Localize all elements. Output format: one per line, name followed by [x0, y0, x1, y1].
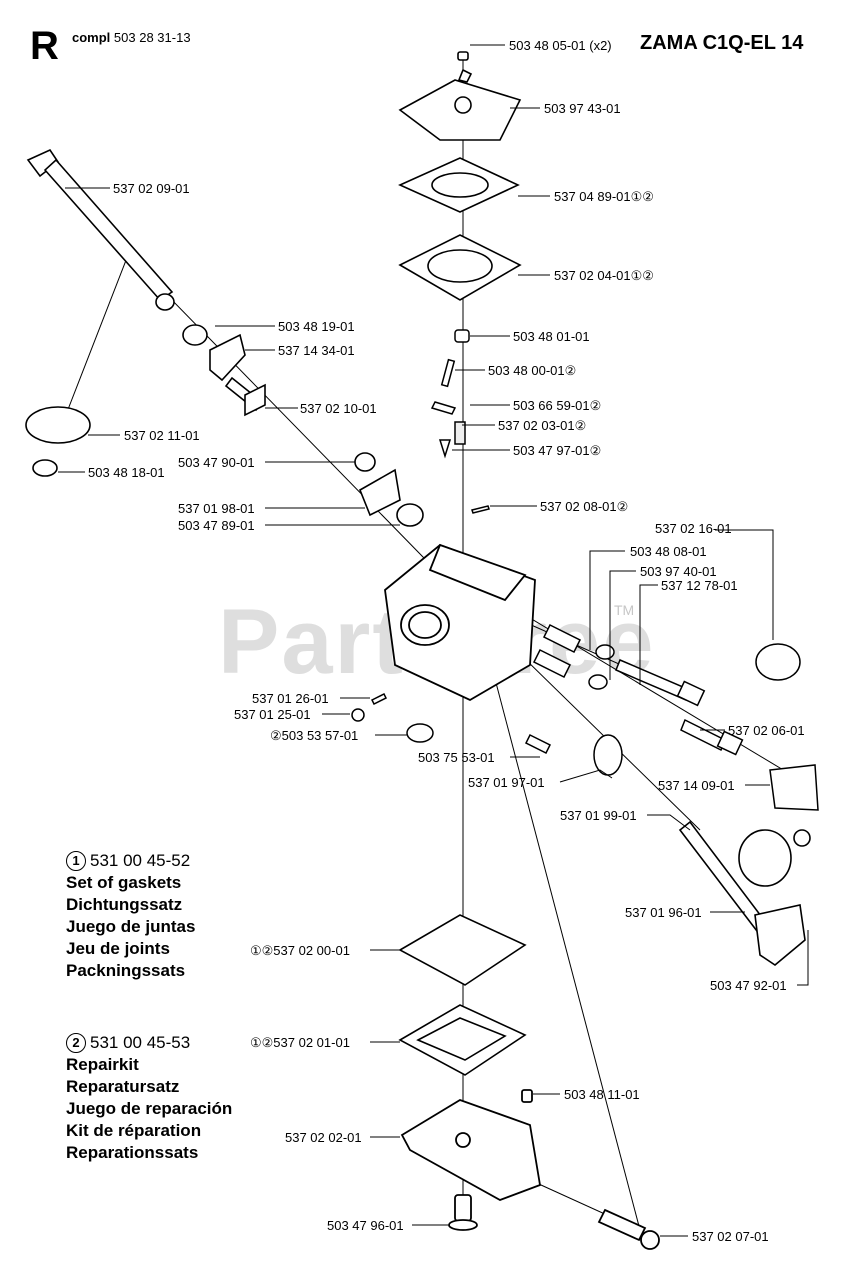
- part-label: 537 02 06-01: [728, 723, 805, 738]
- kit-name: Set of gaskets: [66, 873, 182, 892]
- leader-lines: [58, 44, 809, 1237]
- pump-diaphragm: [398, 157, 520, 213]
- part-label: 537 02 16-01: [655, 521, 732, 536]
- kit-marker: 2: [66, 1033, 86, 1053]
- kit-name: Reparatursatz: [66, 1077, 180, 1096]
- part-label: ②503 53 57-01: [270, 728, 358, 743]
- pump-gasket: [398, 234, 522, 301]
- kit-name: Jeu de joints: [66, 939, 170, 958]
- section-letter: R: [30, 24, 59, 68]
- choke-shaft: [678, 820, 811, 966]
- part-label: 537 02 11-01: [124, 428, 200, 443]
- part-label: 503 48 05-01 (x2): [509, 38, 612, 53]
- part-label: 503 48 01-01: [513, 329, 590, 344]
- kit-name: Packningssats: [66, 961, 186, 980]
- part-label: 503 47 89-01: [178, 518, 255, 533]
- inlet-needle-parts: [430, 329, 490, 514]
- kit-name: Reparationssats: [66, 1143, 199, 1162]
- throttle-shaft: [26, 148, 175, 311]
- part-label: 537 02 03-01②: [498, 418, 586, 433]
- part-label: 503 97 43-01: [544, 101, 621, 116]
- part-label: 537 14 09-01: [658, 778, 735, 793]
- part-label: 537 02 08-01②: [540, 499, 628, 514]
- carburetor-model: ZAMA C1Q-EL 14: [640, 32, 804, 54]
- metering-gasket: [398, 1004, 527, 1076]
- watermark-tm: TM: [614, 602, 635, 618]
- part-label: 537 02 04-01①②: [554, 268, 654, 283]
- part-label: 537 01 99-01: [560, 808, 637, 823]
- kit-name: Repairkit: [66, 1055, 139, 1074]
- part-label: 503 48 08-01: [630, 544, 707, 559]
- kit-number: 531 00 45-52: [90, 851, 191, 870]
- part-label: 537 14 34-01: [278, 343, 355, 358]
- part-label: 537 01 98-01: [178, 501, 255, 516]
- part-labels: 503 48 05-01 (x2) 503 97 43-01 537 04 89…: [88, 38, 805, 1244]
- part-label: 503 47 92-01: [710, 978, 787, 993]
- part-label: 503 47 90-01: [178, 455, 255, 470]
- part-label: 503 48 11-01: [564, 1087, 640, 1102]
- adjustment-screws: [532, 623, 819, 811]
- small-parts: [351, 692, 623, 776]
- compl-number: 503 28 31-13: [113, 30, 191, 45]
- part-label: 503 97 40-01: [640, 564, 717, 579]
- throttle-parts: [25, 324, 424, 527]
- part-label: 503 75 53-01: [418, 750, 495, 765]
- part-label: 537 01 26-01: [252, 691, 329, 706]
- kit-name: Juego de juntas: [66, 917, 196, 936]
- part-label: 537 01 97-01: [468, 775, 545, 790]
- carburetor-body: [384, 543, 536, 702]
- part-label: 503 66 59-01②: [513, 398, 601, 413]
- compl-reference: compl 503 28 31-13: [72, 30, 191, 45]
- kit-name: Dichtungssatz: [66, 895, 183, 914]
- part-label: 537 02 09-01: [113, 181, 190, 196]
- kit-name: Juego de reparación: [66, 1099, 233, 1118]
- part-label: 503 48 19-01: [278, 319, 355, 334]
- part-label: 537 01 96-01: [625, 905, 702, 920]
- part-label: 503 48 18-01: [88, 465, 165, 480]
- part-label: 537 02 10-01: [300, 401, 377, 416]
- kit-marker: 1: [66, 851, 86, 871]
- compl-label: compl: [72, 30, 111, 45]
- part-label: 537 02 02-01: [285, 1130, 362, 1145]
- part-label: 537 12 78-01: [661, 578, 738, 593]
- part-label: 537 04 89-01①②: [554, 189, 654, 204]
- part-label: 503 48 00-01②: [488, 363, 576, 378]
- part-label: 537 02 07-01: [692, 1229, 769, 1244]
- metering-diaphragm: [398, 914, 527, 986]
- part-label: 503 47 96-01: [327, 1218, 404, 1233]
- kit-number: 531 00 45-53: [90, 1033, 191, 1052]
- part-label: 503 47 97-01②: [513, 443, 601, 458]
- part-label: ①②537 02 00-01: [250, 943, 350, 958]
- part-label: 537 01 25-01: [234, 707, 311, 722]
- kit-name: Kit de réparation: [66, 1121, 202, 1140]
- part-label: ①②537 02 01-01: [250, 1035, 350, 1050]
- pump-cover: [398, 51, 522, 141]
- metering-cover: [400, 1089, 660, 1250]
